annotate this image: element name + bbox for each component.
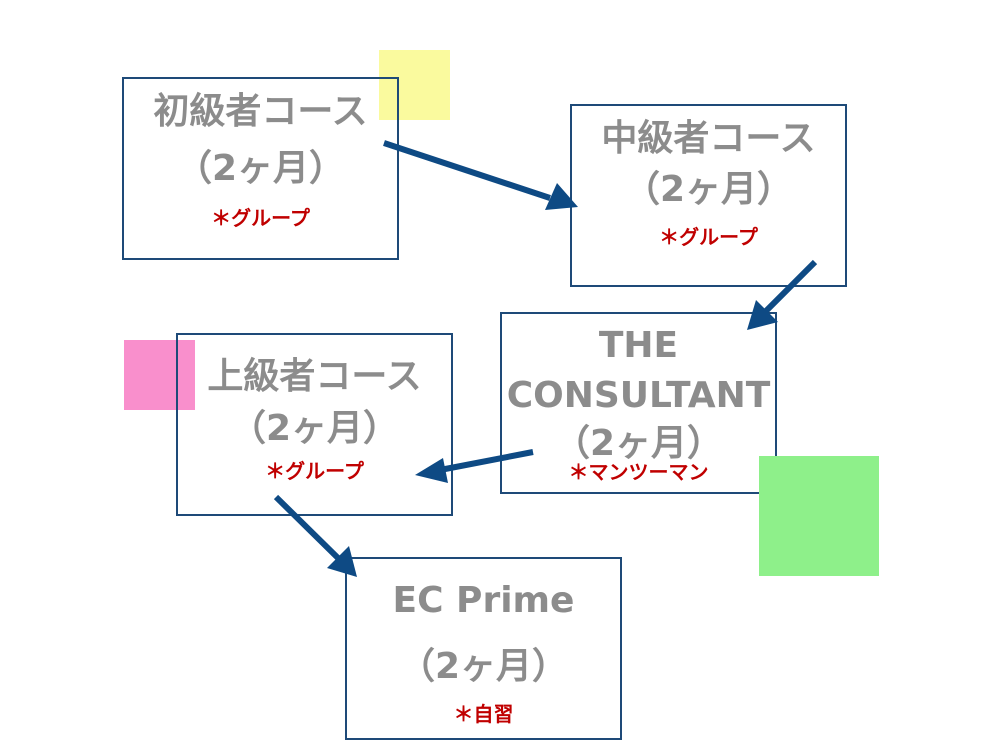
node-duration: （2ヶ月） <box>553 423 724 464</box>
node-the-consultant: THE CONSULTANT （2ヶ月） ＊マンツーマン <box>500 312 777 494</box>
node-note: ＊マンツーマン <box>568 460 709 484</box>
node-intermediate-course: 中級者コース （2ヶ月） ＊グループ <box>570 104 847 287</box>
node-advanced-course: 上級者コース （2ヶ月） ＊グループ <box>176 333 453 516</box>
node-note: ＊グループ <box>265 459 364 483</box>
arrowhead-intermediate <box>545 183 578 210</box>
node-title-line2: CONSULTANT <box>506 375 771 416</box>
node-note: ＊グループ <box>659 225 758 249</box>
arrow-advanced-to-ecprime <box>273 494 341 561</box>
node-note: ＊自習 <box>453 702 514 726</box>
node-title: 初級者コース <box>153 91 368 132</box>
node-duration: （2ヶ月） <box>175 148 346 189</box>
node-ec-prime: EC Prime （2ヶ月） ＊自習 <box>345 557 622 740</box>
arrowhead-ecprime <box>327 546 357 577</box>
sticky-note-green <box>759 456 879 576</box>
sticky-note-pink <box>124 340 195 410</box>
node-duration: （2ヶ月） <box>623 169 794 210</box>
arrow-beginner-to-intermediate <box>383 140 551 201</box>
node-beginner-course: 初級者コース （2ヶ月） ＊グループ <box>122 77 399 260</box>
node-title: EC Prime <box>392 580 575 621</box>
sticky-note-yellow <box>379 50 450 120</box>
node-title: 上級者コース <box>207 356 422 397</box>
node-duration: （2ヶ月） <box>229 408 400 449</box>
arrowhead-advanced <box>415 458 448 483</box>
node-title: 中級者コース <box>601 118 816 159</box>
node-duration: （2ヶ月） <box>398 646 569 687</box>
arrow-intermediate-to-consultant <box>762 259 818 315</box>
arrow-consultant-to-advanced <box>439 449 534 473</box>
node-note: ＊グループ <box>211 206 310 230</box>
node-title-line1: THE <box>598 325 679 366</box>
arrowhead-consultant <box>747 300 778 330</box>
